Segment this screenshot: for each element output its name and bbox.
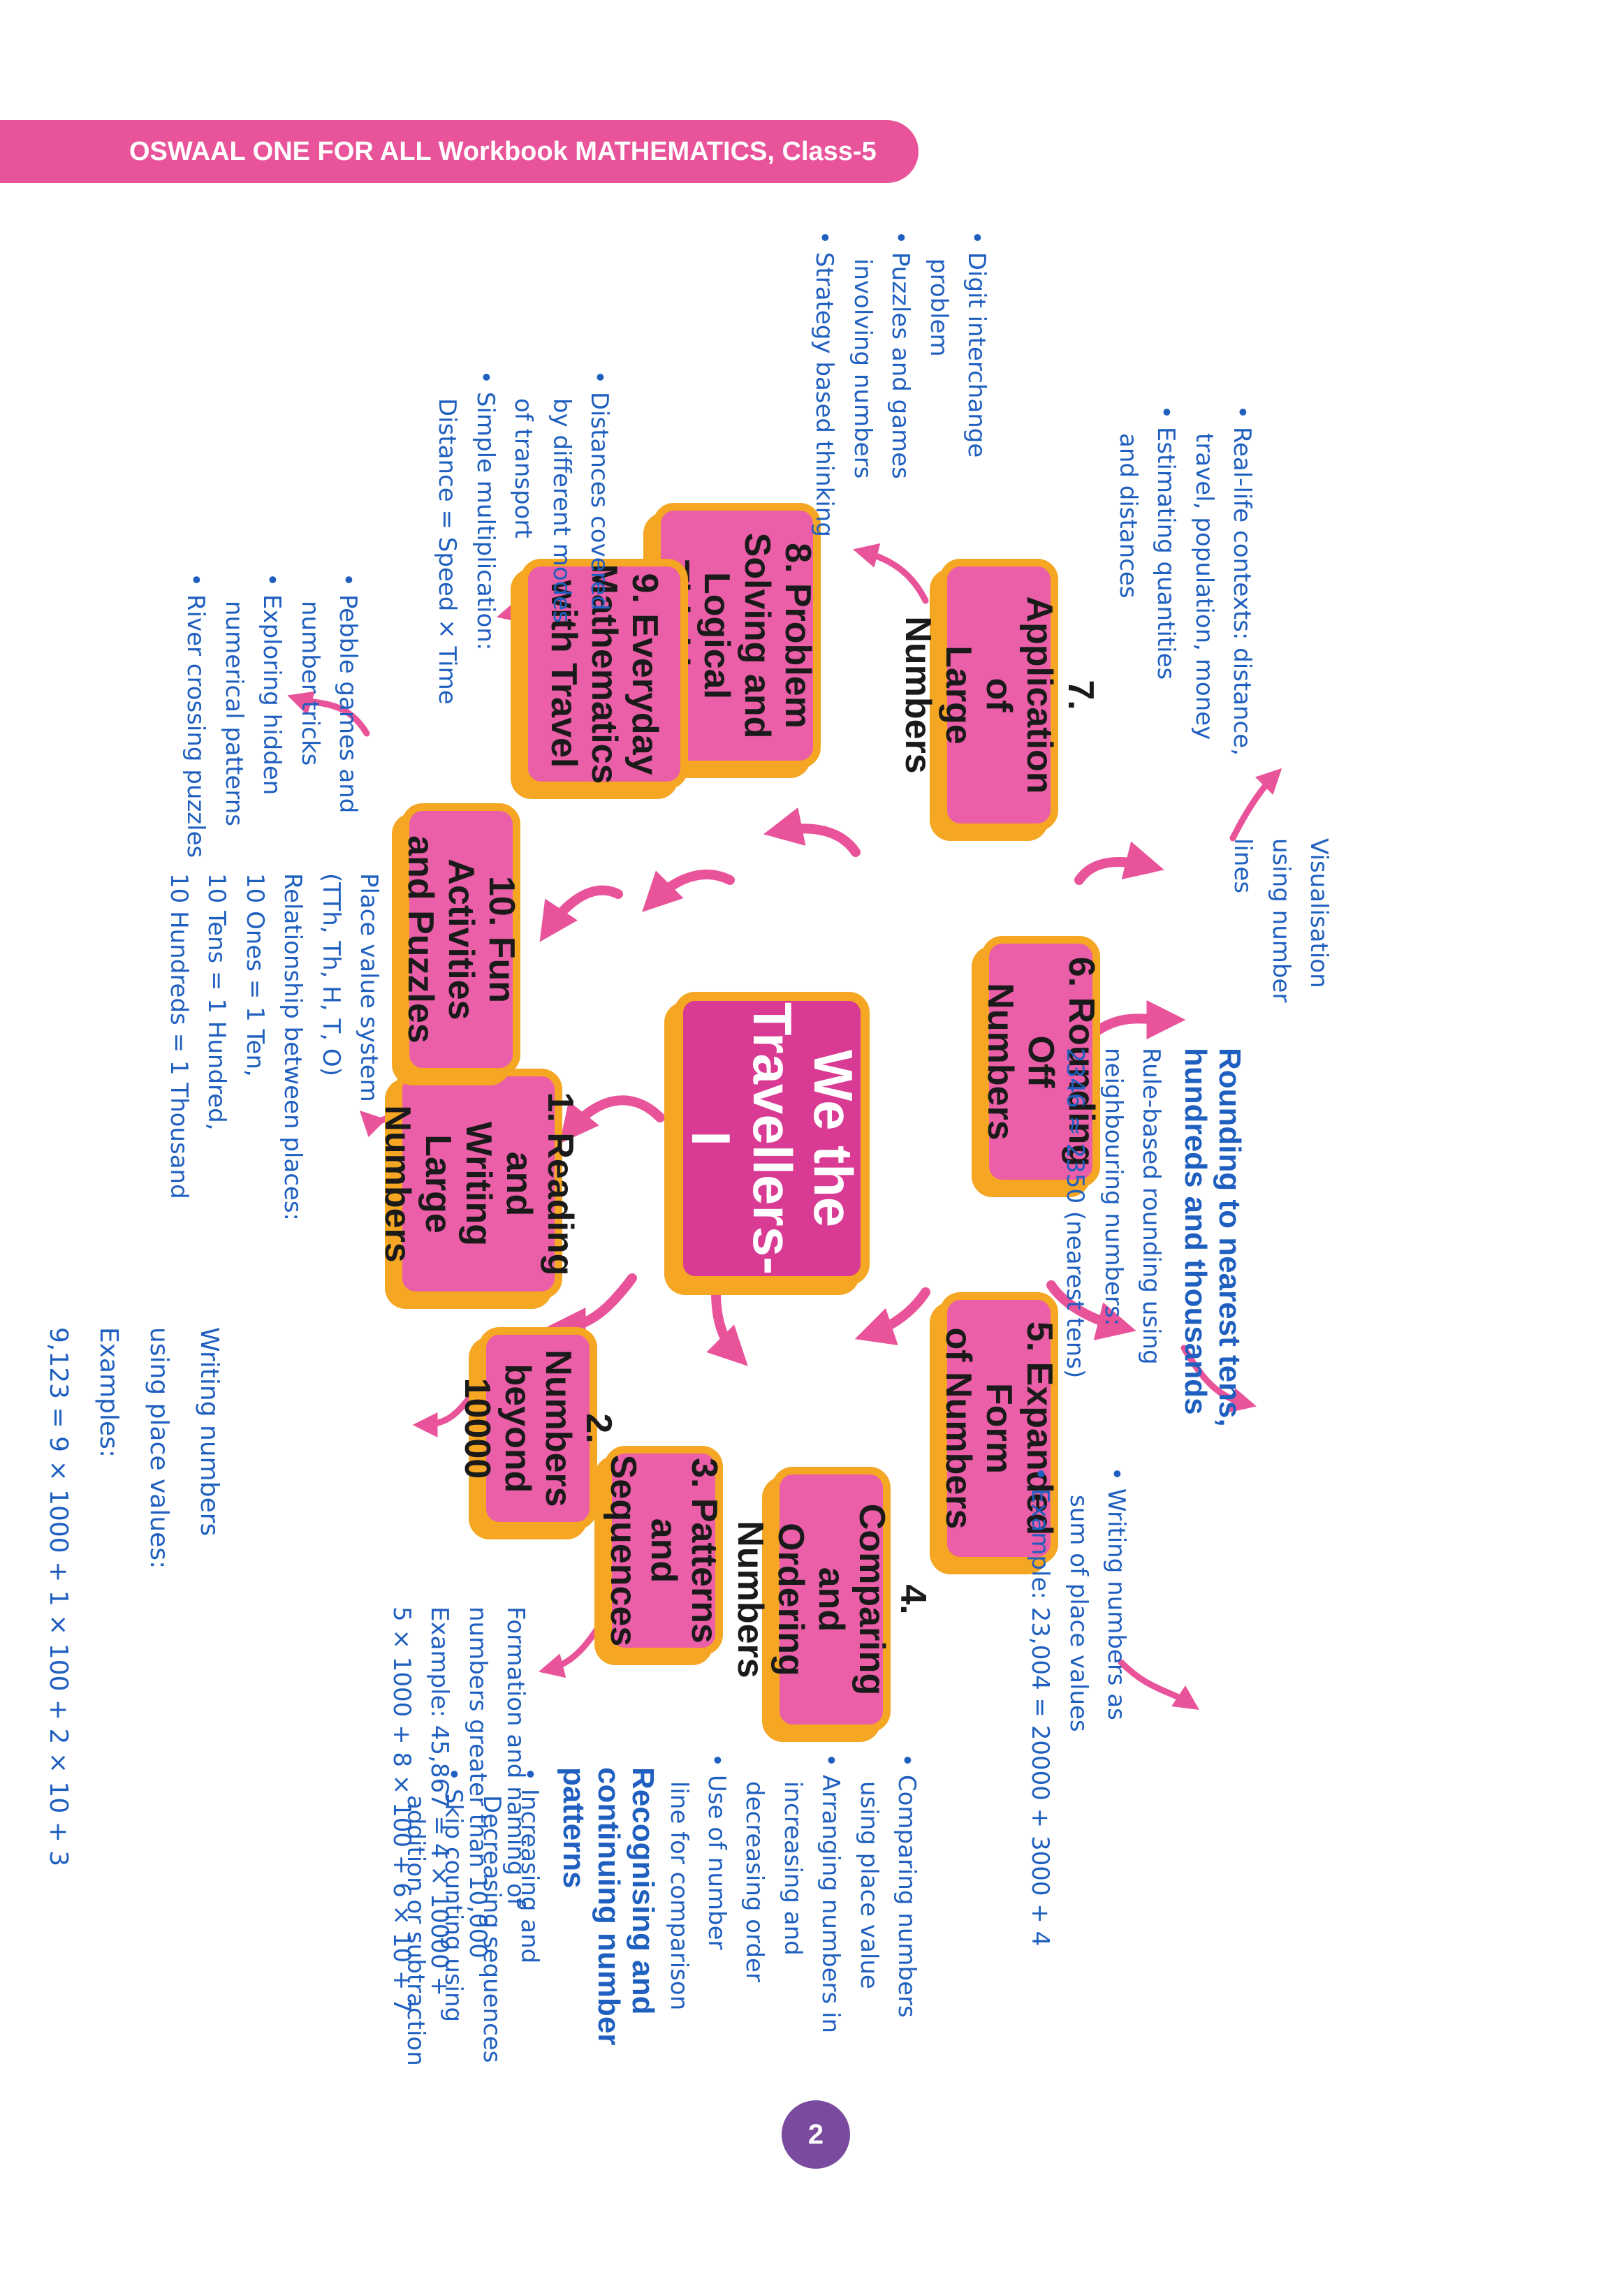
center-node: We the Travellers-I [674,992,870,1285]
note-bullet: Exploring hidden [253,573,291,858]
note-node-1: Place value system (TTh, Th, H, T, O) Re… [160,873,388,1221]
arrow-to-node-7 [1074,841,1164,885]
arrow-to-node-1 [559,1095,665,1144]
note-bullet: Arranging numbers in [812,1753,849,2033]
note-line: 10 Ones = 1 Ten, [240,873,269,1077]
arrow-to-node-10 [539,885,623,942]
note-bullet: Puzzles and games [882,230,919,537]
note-line: Writing numbers [195,1327,224,1537]
arrow-to-node-2 [546,1273,637,1347]
note-line: of transport [509,398,538,539]
note-line: 9,123 = 9 × 1000 + 1 × 100 + 2 × 10 + 3 [44,1327,73,1867]
note-line: number tricks [295,601,324,766]
note-node-7: Real-life contexts: distance, travel, po… [1109,405,1261,756]
note-node-10: Pebble games and number tricks Exploring… [177,573,367,858]
arrow-to-node-8 [763,807,861,857]
note-bullet: Skip counting using [434,1767,472,2066]
note-bullet: Strategy based thinking [805,230,843,537]
note-node-1-examples: Writing numbers using place values: Exam… [33,1327,234,1866]
note-line: Rule-based rounding using [1137,1048,1165,1365]
arrow-to-node-3 [706,1287,748,1366]
arrow-to-node-4 [854,1287,930,1345]
note-line: problem [924,258,953,357]
node-10: 10. Fun Activities and Puzzles [400,803,522,1076]
node-1: 1. Reading and Writing Large Numbers [377,1069,580,1299]
note-line: sum of place values [1064,1495,1092,1732]
note-node-6: Rule-based rounding using neighbouring n… [1056,1048,1170,1378]
note-line: increasing and [778,1781,807,1956]
note-bullet: Simple multiplication: [466,370,504,705]
note-line: involving numbers [848,258,877,479]
note-node-6-heading: Rounding to nearest tens, hundreds and t… [1178,1048,1247,1427]
note-bullet: Real-life contexts: distance, [1223,405,1261,756]
note-line: addition or subtraction [401,1795,430,2066]
note-line: decreasing order [740,1781,769,1982]
note-node-8: Digit interchange problem Puzzles and ga… [805,230,995,537]
note-bullet: Example: 23,004 = 20000 + 3000 + 4 [1021,1467,1059,1946]
curl-node-6 [1180,1345,1257,1413]
note-line: 2346 ≈ 2350 (nearest tens) [1061,1048,1090,1379]
note-line: 10 Hundreds = 1 Thousand [165,873,193,1199]
note-line: numerical patterns [219,601,248,826]
note-bullet: Pebble games and [329,573,367,858]
note-node-5: Writing numbers as sum of place values E… [1021,1467,1135,1946]
note-line: line for comparison [664,1781,693,2011]
arrow-to-node-5 [1046,1280,1136,1341]
note-bullet: Comparing numbers [888,1753,926,2033]
note-bullet: Estimating quantities [1147,405,1185,756]
note-line: lines [1229,838,1257,894]
note-line: (TTh, Th, H, T, O) [316,873,345,1076]
arrow-to-node-9 [642,870,735,912]
note-line: by different modes [547,398,576,623]
node-2: 2. Numbers beyond 10000 [457,1327,619,1530]
note-line: neighbouring numbers: [1099,1048,1127,1326]
curl-node-7 [1229,768,1282,842]
note-line: using place values: [145,1327,173,1569]
note-node-3-heading: Recognising and continuing number patter… [557,1767,660,2046]
arrow-to-node-6 [1088,1000,1186,1039]
curl-node-8 [853,543,929,604]
header-title: OSWAAL ONE FOR ALL Workbook MATHEMATICS,… [129,137,877,166]
curl-node-3 [539,1603,615,1678]
note-line: Decreasing sequences [477,1795,506,2063]
note-line: using place value [854,1781,883,1989]
note-node-6-visualisation: Visualisation using number lines [1224,838,1338,1002]
note-line: travel, population, money [1190,433,1218,740]
note-bullet: Digit interchange [958,230,995,537]
node-3: 3. Patterns and Sequences [603,1446,724,1655]
note-line: Place value system [355,873,383,1102]
note-node-9: Distances covered by different modes of … [428,370,618,705]
note-bullet: Distances covered [580,370,618,705]
note-line: 10 Tens = 1 Hundred, [203,873,231,1131]
page-number: 2 [782,2100,850,2169]
note-line: and distances [1113,433,1142,599]
note-bullet: River crossing puzzles [177,573,214,858]
note-bullet: Writing numbers as [1097,1467,1135,1946]
header-bar [0,120,919,183]
note-node-3: Increasing and Decreasing sequences Skip… [396,1767,548,2066]
note-line: Distance = Speed × Time [433,398,462,705]
note-line: Relationship between places: [279,873,307,1221]
node-4: 4. Comparing and Ordering Numbers [730,1467,933,1732]
note-bullet: Increasing and [511,1767,548,2066]
note-line: Examples: [94,1327,123,1458]
note-node-4: Comparing numbers using place value Arra… [659,1753,926,2033]
note-line: using number [1266,838,1295,1003]
note-line: Visualisation [1305,838,1333,988]
node-7: 7. Application of Large Numbers [898,559,1101,831]
note-bullet: Use of number [698,1753,736,2033]
